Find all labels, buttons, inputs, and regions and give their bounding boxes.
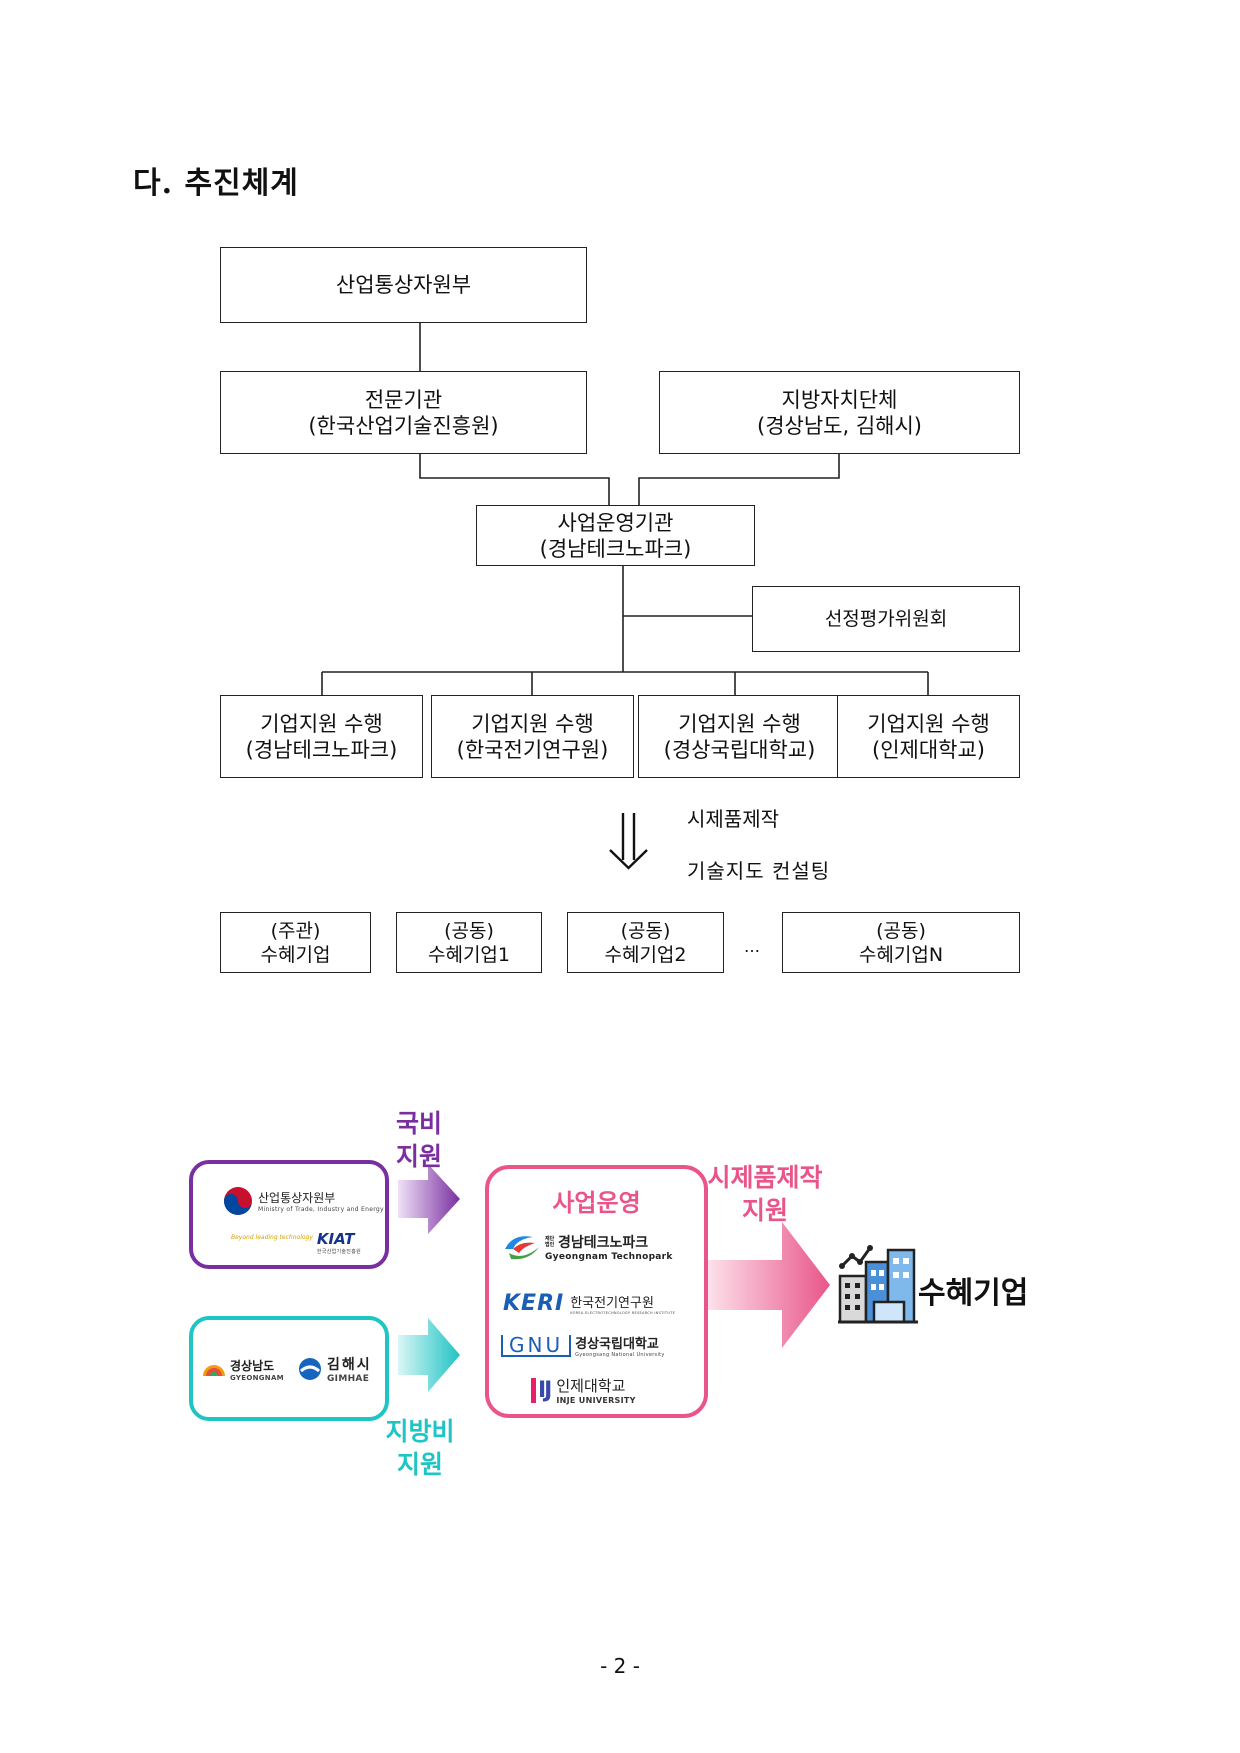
label-line: 지원 [741, 1196, 788, 1225]
gtp-sub: Gyeongnam Technopark [545, 1252, 673, 1262]
prototype-arrow [706, 1222, 830, 1348]
taegeuk-icon [224, 1187, 252, 1215]
beneficiary-top: (공동) [620, 919, 671, 942]
beneficiary-box-n: (공동) 수혜기업N [782, 912, 1020, 973]
inje-name: 인제대학교 [556, 1377, 626, 1395]
gimhae-sub: GIMHAE [327, 1374, 370, 1384]
gyeongnam-logo: 경상남도 GYEONGNAM [201, 1356, 284, 1382]
gnu-sub: Gyeongsang National University [575, 1352, 665, 1358]
label-line: 지원 [395, 1142, 442, 1171]
kiat-tagline: Beyond leading technology [231, 1234, 313, 1241]
beneficiary-top: (공동) [444, 919, 494, 942]
keri-name: 한국전기연구원 [570, 1296, 654, 1311]
double-down-arrow [609, 813, 648, 870]
gnu-mark: GNU [501, 1334, 572, 1357]
local-support-label: 지방비 지원 [375, 1415, 465, 1481]
performer-detail: (경남테크노파크) [245, 737, 398, 762]
ministry-box: 산업통상자원부 [220, 247, 587, 323]
kiat-logo: Beyond leading technology KIAT 한국산업기술진흥원 [231, 1230, 361, 1255]
agency-detail: (한국산업기술진흥원) [308, 413, 499, 438]
operation-panel: 사업운영 재단법인 경남테크노파크 Gyeongnam Technopark K… [485, 1165, 708, 1418]
local-arrow [398, 1318, 460, 1392]
arrow-note-consulting: 기술지도 컨설팅 [687, 859, 831, 883]
local-gov-detail: (경상남도, 김해시) [757, 413, 922, 438]
performer-detail: (한국전기연구원) [456, 737, 609, 762]
beneficiary-label: 수혜기업 [918, 1276, 1029, 1311]
local-panel: 경상남도 GYEONGNAM 김해시 GIMHAE [189, 1316, 389, 1421]
national-support-label: 국비 지원 [389, 1107, 449, 1173]
beneficiary-box-1: (공동) 수혜기업1 [396, 912, 542, 973]
gtp-name: 경남테크노파크 [558, 1235, 649, 1251]
performer-detail: (인제대학교) [872, 737, 985, 762]
beneficiary-top: (주관) [270, 919, 321, 942]
operator-name: 사업운영기관 [557, 510, 674, 535]
performer-name: 기업지원 수행 [678, 711, 801, 736]
gyeongnam-sub: GYEONGNAM [230, 1373, 284, 1382]
local-gov-box: 지방자치단체 (경상남도, 김해시) [659, 371, 1020, 454]
agency-box: 전문기관 (한국산업기술진흥원) [220, 371, 587, 454]
keri-logo: KERI 한국전기연구원 KOREA ELECTROTECHNOLOGY RES… [503, 1291, 675, 1316]
ministry-logo-name: 산업통상자원부 [258, 1191, 336, 1205]
ellipsis: … [744, 937, 760, 956]
inje-sub: INJE UNIVERSITY [556, 1396, 636, 1405]
gnu-logo: GNU 경상국립대학교 Gyeongsang National Universi… [501, 1333, 665, 1358]
gimhae-name: 김해시 [327, 1357, 372, 1373]
arrow-note-prototype: 시제품제작 [687, 807, 779, 831]
ministry-label: 산업통상자원부 [335, 273, 472, 297]
operator-detail: (경남테크노파크) [539, 536, 692, 561]
beneficiary-bottom: 수혜기업2 [604, 943, 687, 966]
performer-detail: (경상국립대학교) [663, 737, 816, 762]
label-line: 국비 [395, 1109, 442, 1138]
gtp-prefix: 재단법인 [545, 1236, 555, 1248]
performer-box-4: 기업지원 수행 (인제대학교) [837, 695, 1020, 778]
national-panel: 산업통상자원부 Ministry of Trade, Industry and … [189, 1160, 389, 1269]
gnu-name: 경상국립대학교 [575, 1337, 659, 1352]
kiat-sub: 한국산업기술진흥원 [316, 1249, 361, 1255]
label-line: 지방비 [385, 1417, 455, 1446]
beneficiary-box-2: (공동) 수혜기업2 [567, 912, 724, 973]
gimhae-logo: 김해시 GIMHAE [297, 1354, 372, 1384]
gimhae-emblem-icon [299, 1358, 321, 1380]
label-line: 지원 [396, 1450, 443, 1479]
keri-sub: KOREA ELECTROTECHNOLOGY RESEARCH INSTITU… [570, 1311, 676, 1315]
inje-logo: IJ 인제대학교 INJE UNIVERSITY [531, 1375, 636, 1405]
section-heading: 다. 추진체계 [133, 166, 299, 201]
performer-name: 기업지원 수행 [471, 711, 594, 736]
org-chart-connectors [321, 322, 929, 870]
operation-label: 사업운영 [552, 1189, 641, 1217]
gyeongnam-emblem-icon [203, 1365, 225, 1376]
page-number: - 2 - [600, 1654, 640, 1678]
ministry-logo-sub: Ministry of Trade, Industry and Energy [258, 1206, 384, 1213]
beneficiary-bottom: 수혜기업N [858, 943, 944, 966]
label-line: 시제품제작 [707, 1163, 823, 1192]
committee-box: 선정평가위원회 [752, 586, 1020, 652]
agency-name: 전문기관 [364, 387, 443, 412]
performer-name: 기업지원 수행 [867, 711, 990, 736]
beneficiary-bottom: 수혜기업1 [427, 943, 510, 966]
beneficiary-box-lead: (주관) 수혜기업 [220, 912, 371, 973]
performer-name: 기업지원 수행 [260, 711, 383, 736]
gyeongnam-name: 경상남도 [230, 1358, 275, 1373]
performer-box-2: 기업지원 수행 (한국전기연구원) [431, 695, 634, 778]
company-building-icon [838, 1245, 918, 1324]
local-gov-name: 지방자치단체 [781, 387, 898, 412]
national-arrow [398, 1164, 460, 1234]
keri-mark: KERI [503, 1291, 565, 1316]
gtp-swirl-icon [505, 1236, 539, 1260]
ministry-logo: 산업통상자원부 Ministry of Trade, Industry and … [223, 1186, 384, 1216]
prototype-support-label: 시제품제작 지원 [700, 1161, 830, 1227]
performer-box-3: 기업지원 수행 (경상국립대학교) [638, 695, 841, 778]
committee-label: 선정평가위원회 [824, 608, 948, 630]
gtp-logo: 재단법인 경남테크노파크 Gyeongnam Technopark [503, 1231, 673, 1263]
performer-box-1: 기업지원 수행 (경남테크노파크) [220, 695, 423, 778]
operator-box: 사업운영기관 (경남테크노파크) [476, 505, 755, 566]
beneficiary-top: (공동) [876, 919, 926, 942]
kiat-mark: KIAT [316, 1230, 355, 1248]
inje-mark: IJ [531, 1377, 552, 1403]
beneficiary-bottom: 수혜기업 [260, 943, 331, 966]
